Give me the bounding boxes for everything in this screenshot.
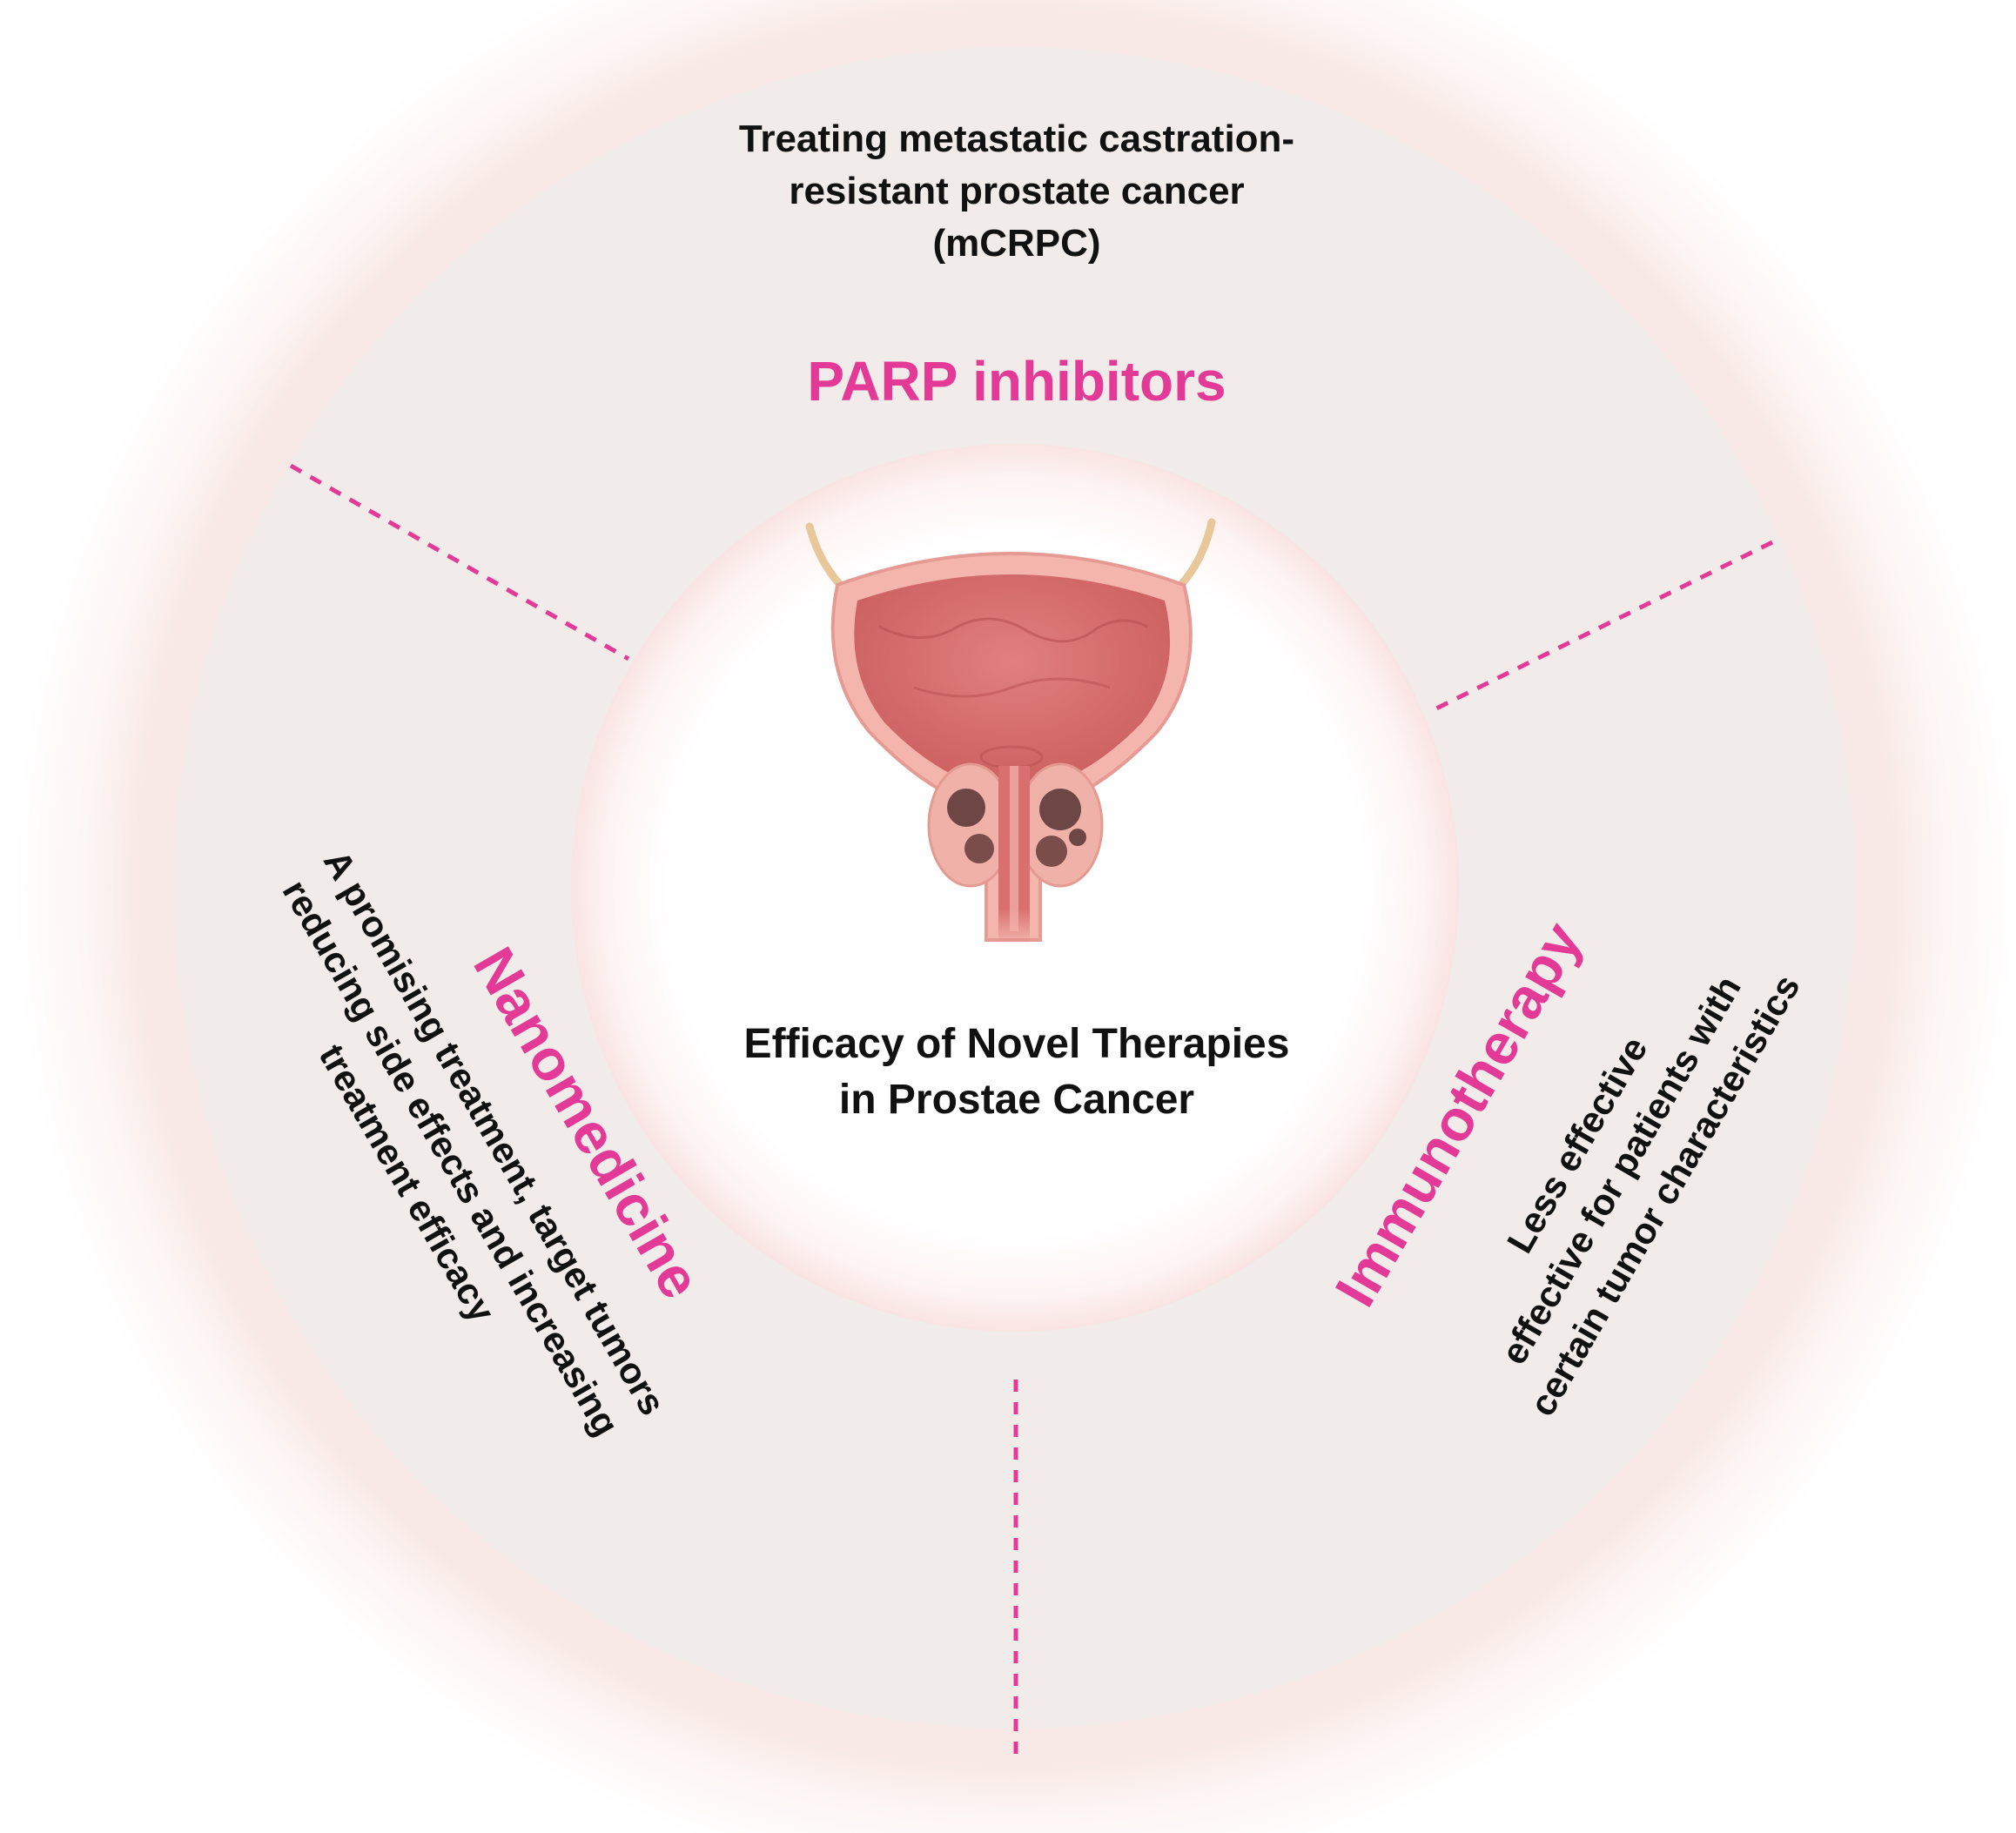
tumor [1039,789,1081,830]
bladder-fold [913,677,1111,698]
tumor [1069,829,1086,846]
top-title-line: Treating metastatic castration- [738,118,1295,160]
urethra-lumen [1010,766,1018,931]
top-title-line: (mCRPC) [932,222,1101,265]
tumor [947,789,985,827]
top-title-line: resistant prostate cancer [789,170,1245,212]
center-title-line: in Prostae Cancer [838,1077,1195,1123]
center-title-line: Efficacy of Novel Therapies [743,1021,1290,1067]
bladder-fold [878,617,1148,643]
tumor [1036,836,1067,867]
divider-right [1433,540,1774,712]
divider-left [289,463,630,661]
bladder-lumen [854,574,1171,792]
top-title: Treating metastatic castration- resistan… [682,113,1352,270]
parp-inhibitors-label: PARP inhibitors [807,350,1226,413]
center-title: Efficacy of Novel Therapies in Prostae C… [669,1017,1365,1128]
tumor [964,834,994,863]
